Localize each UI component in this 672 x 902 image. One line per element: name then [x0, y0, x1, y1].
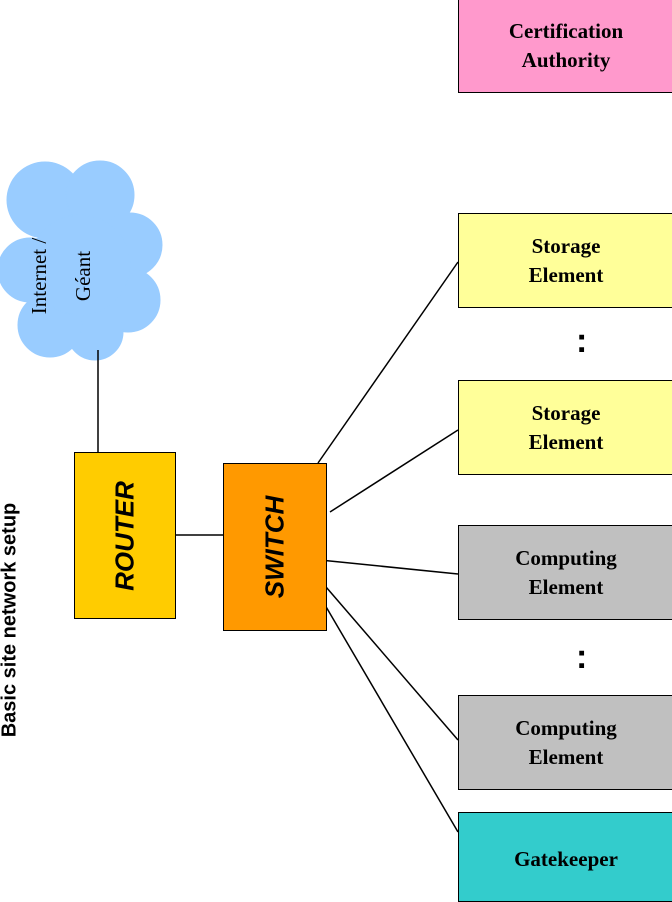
computing-element-box-1: Computing Element	[458, 525, 672, 620]
storage-2-label-line2: Element	[528, 429, 604, 454]
switch-storage-1-link	[317, 261, 459, 464]
computing-1-label-line2: Element	[528, 574, 604, 599]
certification-authority-box: Certification Authority	[458, 0, 672, 93]
storage-1-label-line1: Storage	[531, 233, 601, 258]
ca-label-line1: Certification	[508, 18, 624, 43]
computing-2-label-line2: Element	[528, 744, 604, 769]
storage-element-box-1: Storage Element	[458, 213, 672, 308]
computing-2-label-line1: Computing	[515, 715, 617, 740]
computing-ellipsis: :	[576, 638, 588, 676]
diagram-title: Basic site network setup	[0, 502, 21, 738]
computing-element-box-2: Computing Element	[458, 695, 672, 790]
switch-storage-2-link	[329, 429, 459, 513]
switch-computing-1-link	[319, 559, 459, 575]
internet-cloud-label: Internet / Géant	[17, 238, 105, 314]
cloud-shape	[0, 160, 163, 361]
gatekeeper-label: Gatekeeper	[514, 847, 618, 871]
ca-label-line2: Authority	[521, 47, 611, 72]
storage-2-label-line1: Storage	[531, 400, 601, 425]
storage-1-label-line2: Element	[528, 262, 604, 287]
router-label: ROUTER	[109, 480, 140, 591]
cloud-label-line1: Internet /	[27, 237, 51, 315]
gatekeeper-box: Gatekeeper	[458, 812, 672, 902]
switch-box: SWITCH	[223, 463, 327, 631]
cloud-label-line2: Géant	[71, 250, 95, 302]
computing-1-label-line1: Computing	[515, 545, 617, 570]
storage-ellipsis: :	[576, 322, 588, 360]
storage-element-box-2: Storage Element	[458, 380, 672, 475]
switch-computing-2-link	[319, 579, 459, 741]
switch-label: SWITCH	[259, 495, 290, 599]
router-box: ROUTER	[74, 452, 176, 619]
switch-gatekeeper-link	[324, 604, 459, 833]
